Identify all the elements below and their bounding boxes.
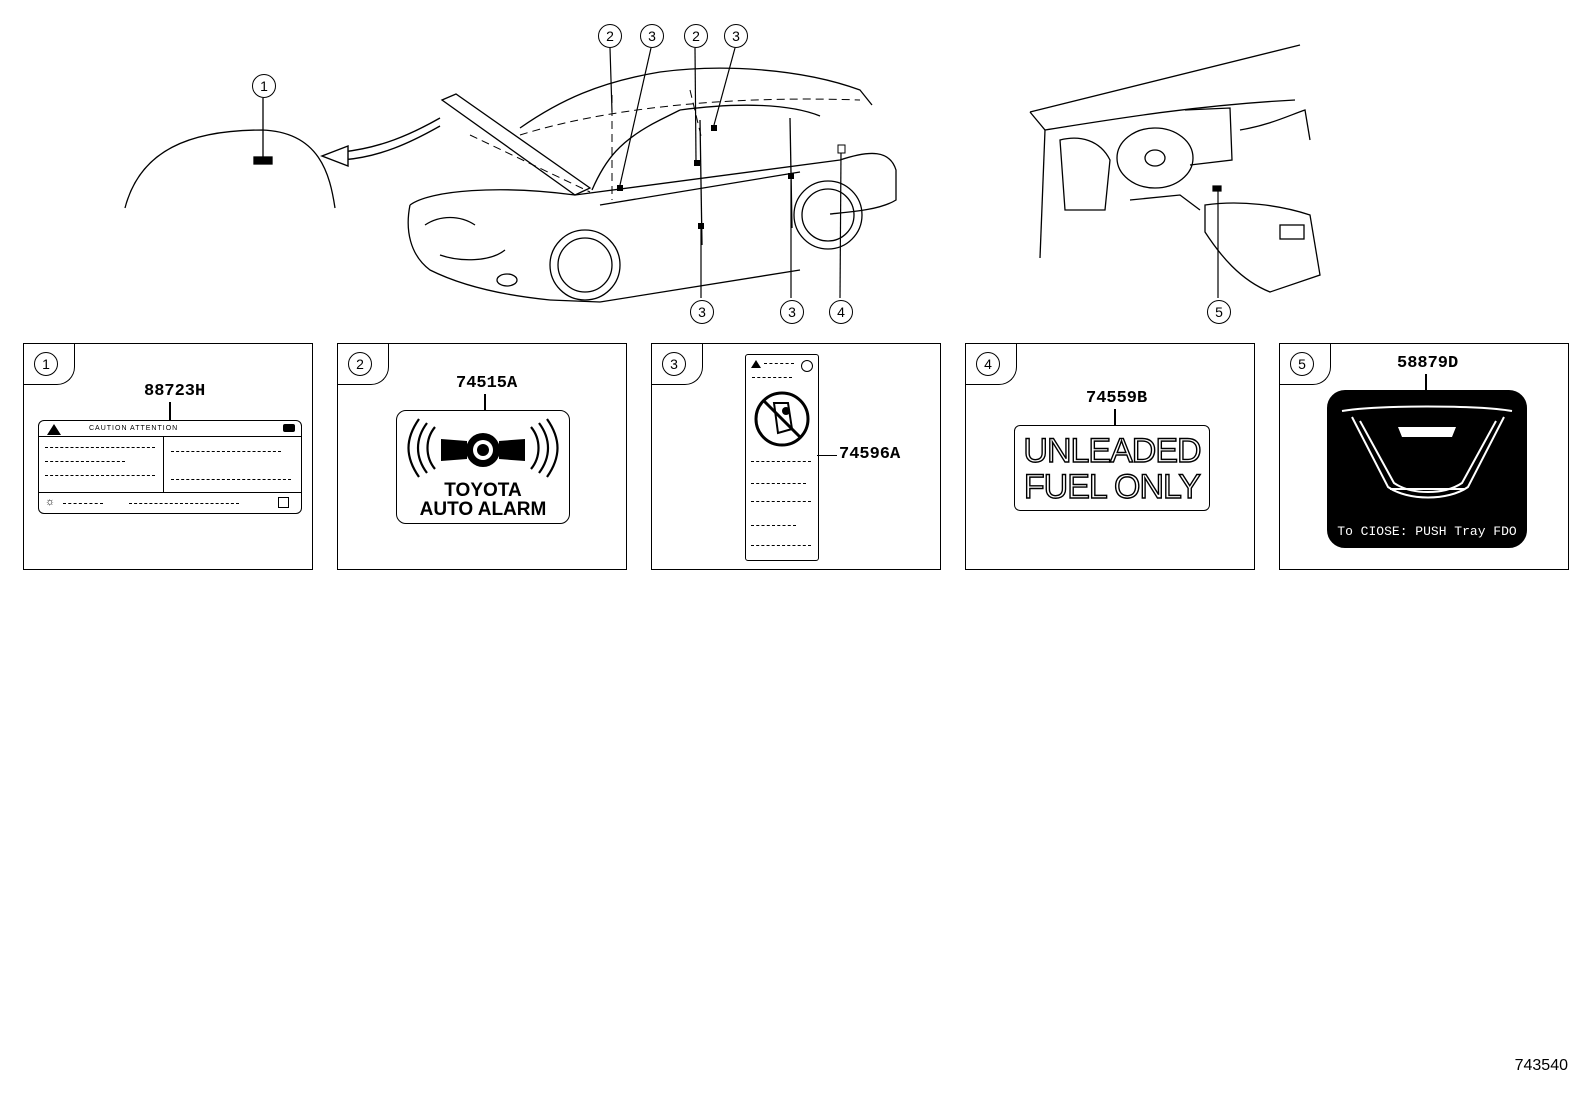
caution-header: CAUTION ATTENTION [89, 425, 179, 432]
caution-label: CAUTION ATTENTION ☼ [38, 420, 302, 514]
unleaded-fuel-label: UNLEADED FUEL ONLY [1014, 425, 1210, 511]
dashboard-sketch [1029, 44, 1321, 293]
car-callout-leaders [609, 47, 842, 299]
callout-2-door: 2 [684, 24, 708, 48]
no-child-seat-icon [754, 391, 810, 447]
car-label-marks [617, 125, 846, 229]
diagram-id: 743540 [1514, 1057, 1568, 1074]
part-number: 74596A [839, 445, 901, 464]
alarm-line-2: AUTO ALARM [419, 499, 547, 520]
part-number: 74515A [456, 374, 518, 393]
panel-tab: 3 [652, 344, 703, 385]
panel-callout: 3 [662, 352, 686, 376]
callout-3-front-door: 3 [690, 300, 714, 324]
info-circle-icon [801, 360, 813, 372]
checkbox-icon [278, 497, 289, 508]
tray-icon [1341, 405, 1513, 499]
label-panel-5: 5 58879D To CIOSE: PUSH Tray FDO [1279, 343, 1569, 570]
label-panel-1: 1 88723H CAUTION ATTENTION ☼ [23, 343, 313, 570]
panel-tab: 2 [338, 344, 389, 385]
callout-5-dashboard: 5 [1207, 300, 1231, 324]
sun-icon: ☼ [45, 496, 56, 508]
tray-label: To CIOSE: PUSH Tray FDO [1327, 390, 1527, 548]
pointer-arrow [320, 117, 441, 168]
tray-instruction: To CIOSE: PUSH Tray FDO [1337, 524, 1517, 539]
panel-tab: 5 [1280, 344, 1331, 385]
engine-icon [283, 424, 295, 432]
panel-tab: 4 [966, 344, 1017, 385]
part-number: 58879D [1397, 354, 1459, 373]
top-illustrations [124, 44, 1321, 303]
label-panel-2: 2 74515A TOYOTA AUTO ALARM [337, 343, 627, 570]
label-panel-4: 4 74559B UNLEADED FUEL ONLY [965, 343, 1255, 570]
hood-detail [124, 98, 336, 209]
callout-2-roof: 2 [598, 24, 622, 48]
car-hidden-lines [469, 89, 861, 200]
warning-triangle-icon [47, 424, 61, 435]
panel-callout: 1 [34, 352, 58, 376]
fuel-line-2: FUEL ONLY [1023, 468, 1202, 506]
label-panel-3: 3 74596A [651, 343, 941, 570]
callout-3-pillar: 3 [640, 24, 664, 48]
callout-3-rear-door: 3 [780, 300, 804, 324]
panel-callout: 4 [976, 352, 1000, 376]
part-number: 74559B [1086, 389, 1148, 408]
alarm-siren-icon [407, 418, 559, 478]
auto-alarm-label: TOYOTA AUTO ALARM [396, 410, 570, 524]
alarm-line-1: TOYOTA [444, 480, 522, 501]
dashboard-leader [1212, 185, 1222, 298]
callout-4-fuel-door: 4 [829, 300, 853, 324]
panel-tab: 1 [24, 344, 75, 385]
panel-callout: 5 [1290, 352, 1314, 376]
child-seat-warning-label [745, 354, 819, 561]
part-number: 88723H [144, 382, 206, 401]
fuel-line-1: UNLEADED [1023, 432, 1203, 470]
panel-callout: 2 [348, 352, 372, 376]
callout-1-hood: 1 [252, 74, 276, 98]
warning-triangle-icon [751, 360, 761, 368]
car-sketch [407, 67, 897, 303]
callout-3-door-top: 3 [724, 24, 748, 48]
